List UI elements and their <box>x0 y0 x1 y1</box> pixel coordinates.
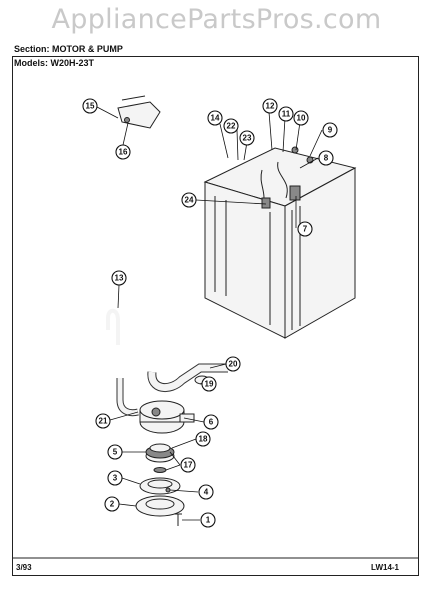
svg-text:16: 16 <box>119 148 128 157</box>
svg-text:2: 2 <box>110 500 115 509</box>
washer-cabinet <box>203 146 357 339</box>
leader-lines <box>96 106 323 521</box>
callout-21: 21 <box>95 413 111 429</box>
svg-text:7: 7 <box>303 225 308 234</box>
svg-text:1: 1 <box>206 516 211 525</box>
pump-cover <box>139 477 181 495</box>
svg-text:9: 9 <box>328 126 333 135</box>
callout-20: 20 <box>225 356 241 372</box>
callout-7: 7 <box>297 221 313 237</box>
callout-23: 23 <box>239 130 255 146</box>
callout-10: 10 <box>293 110 309 126</box>
callout-8: 8 <box>318 150 334 166</box>
watermark: AppliancePartsPros.com <box>51 4 382 35</box>
svg-text:6: 6 <box>209 418 214 427</box>
callout-5: 5 <box>107 444 123 460</box>
diagram-frame <box>12 56 419 576</box>
svg-text:23: 23 <box>243 134 252 143</box>
section-heading: Section: MOTOR & PUMP <box>14 44 123 54</box>
section-value: MOTOR & PUMP <box>52 44 123 54</box>
footer-page-code: LW14-1 <box>371 563 400 572</box>
cabinet-front <box>204 181 286 339</box>
pulley-washer <box>153 467 167 473</box>
callout-4: 4 <box>198 484 214 500</box>
callout-12: 12 <box>262 98 278 114</box>
models-value: W20H-23T <box>50 58 95 68</box>
svg-text:10: 10 <box>297 114 306 123</box>
svg-text:11: 11 <box>282 110 291 119</box>
callout-18: 18 <box>195 431 211 447</box>
svg-text:15: 15 <box>86 102 95 111</box>
models-label: Models: <box>14 58 49 68</box>
callout-6: 6 <box>203 414 219 430</box>
callout-9: 9 <box>322 122 338 138</box>
svg-text:21: 21 <box>99 417 108 426</box>
svg-text:8: 8 <box>324 154 329 163</box>
callout-24: 24 <box>181 192 197 208</box>
svg-text:3: 3 <box>113 474 118 483</box>
svg-text:19: 19 <box>205 380 214 389</box>
models-heading: Models: W20H-23T <box>14 58 94 68</box>
svg-text:12: 12 <box>266 102 275 111</box>
callout-1: 1 <box>200 512 216 528</box>
callout-17: 17 <box>180 457 196 473</box>
pump-pulley <box>145 443 175 463</box>
pump-base-plate <box>135 495 185 517</box>
callout-16: 16 <box>115 144 131 160</box>
svg-text:20: 20 <box>229 360 238 369</box>
svg-text:14: 14 <box>211 114 220 123</box>
callout-3: 3 <box>107 470 123 486</box>
footer-date: 3/93 <box>16 563 32 572</box>
motor-bracket <box>117 95 161 129</box>
callout-19: 19 <box>201 376 217 392</box>
callout-13: 13 <box>111 270 127 286</box>
section-label: Section: <box>14 44 50 54</box>
callout-2: 2 <box>104 496 120 512</box>
svg-text:22: 22 <box>227 122 236 131</box>
callout-22: 22 <box>223 118 239 134</box>
svg-text:5: 5 <box>113 448 118 457</box>
callout-11: 11 <box>278 106 294 122</box>
svg-text:13: 13 <box>115 274 124 283</box>
svg-text:18: 18 <box>199 435 208 444</box>
callout-14: 14 <box>207 110 223 126</box>
svg-text:24: 24 <box>185 196 194 205</box>
pump-assembly <box>139 400 195 434</box>
svg-text:4: 4 <box>204 488 209 497</box>
svg-text:17: 17 <box>184 461 193 470</box>
callout-15: 15 <box>82 98 98 114</box>
cabinet-side <box>284 167 356 339</box>
pump-switch-block <box>289 185 301 201</box>
